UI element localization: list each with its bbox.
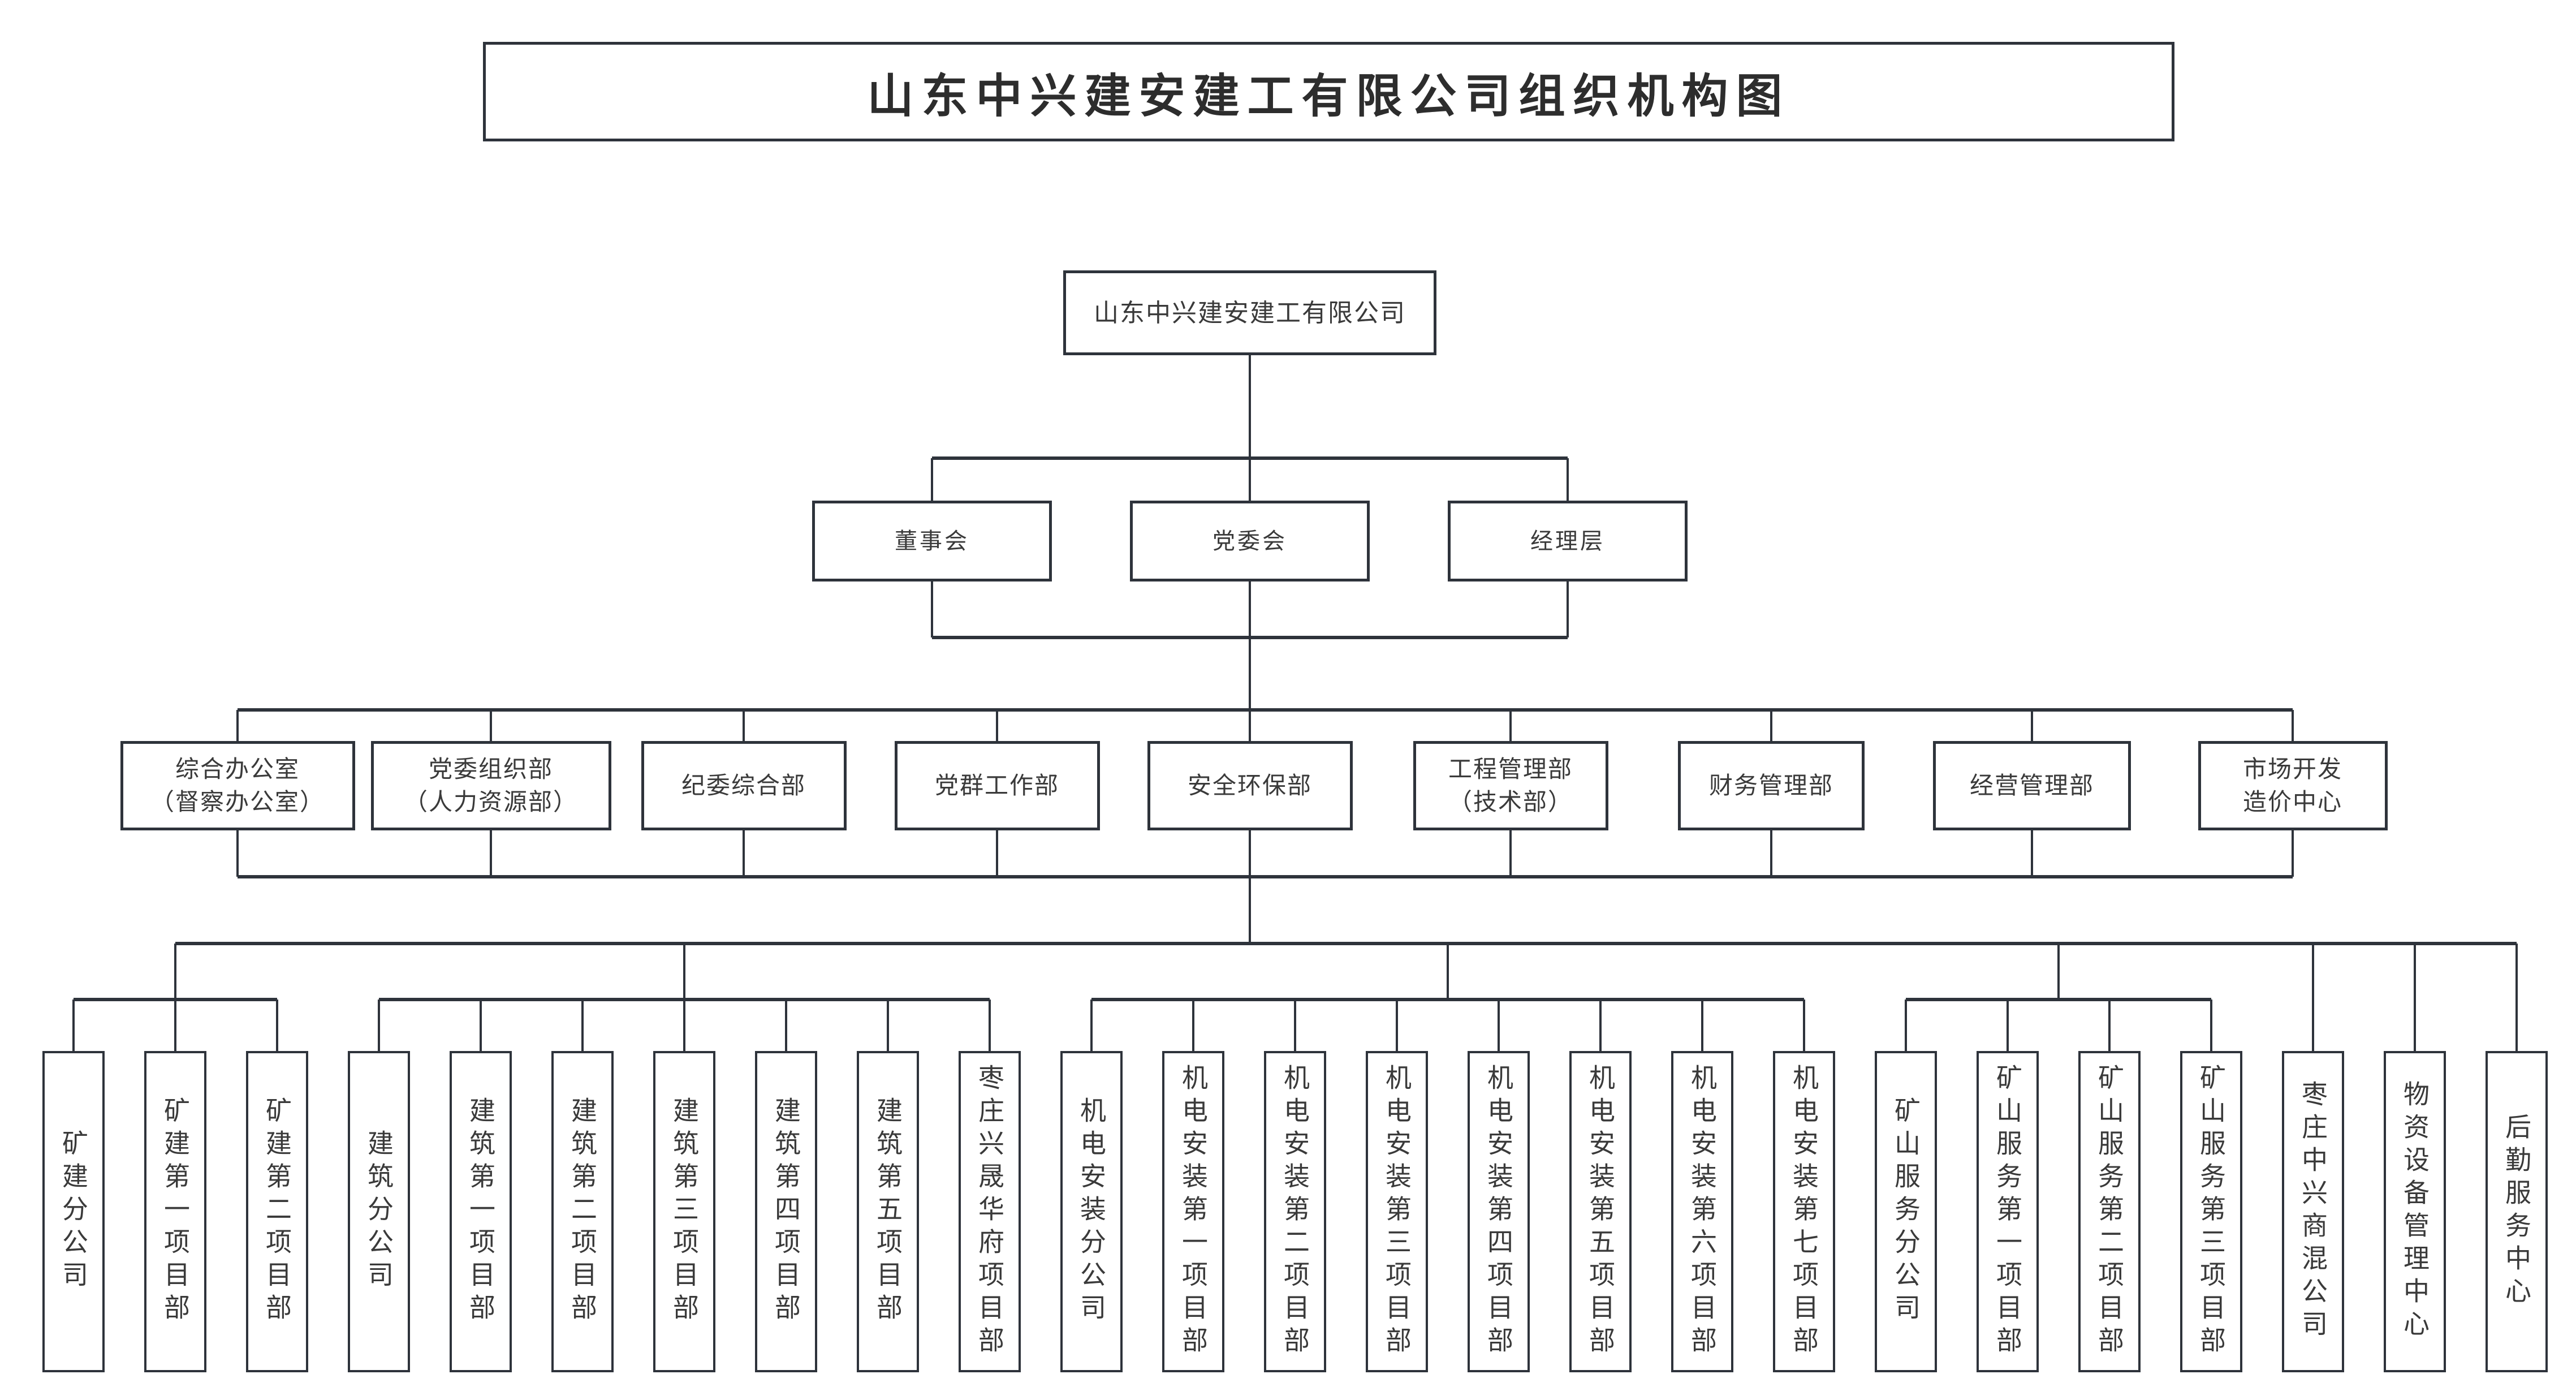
chart-title: 山东中兴建安建工有限公司组织机构图: [867, 70, 1790, 122]
dept-label-line: 财务管理部: [1708, 772, 1833, 799]
party-committee-box: 党委会: [1130, 501, 1370, 581]
governance-label: 经理层: [1530, 528, 1605, 554]
subsidiary-unit-label: 枣庄中兴商混公司: [2298, 1080, 2328, 1343]
subsidiary-unit-box: 建筑第五项目部: [857, 1051, 919, 1372]
subsidiary-unit-label: 机电安装第五项目部: [1586, 1064, 1615, 1359]
subsidiary-unit-box: 枣庄兴晟华府项目部: [959, 1051, 1021, 1372]
subsidiary-unit-label: 枣庄兴晟华府项目部: [975, 1064, 1004, 1359]
dept-party-organization-hr-box: 党委组织部 （人力资源部）: [370, 741, 611, 830]
chart-title-box: 山东中兴建安建工有限公司组织机构图: [483, 42, 2174, 141]
subsidiary-unit-label: 建筑分公司: [364, 1130, 394, 1294]
subsidiary-unit-label: 机电安装分公司: [1077, 1097, 1106, 1326]
subsidiary-unit-label: 建筑第五项目部: [873, 1097, 903, 1326]
subsidiary-unit-label: 机电安装第七项目部: [1789, 1064, 1819, 1359]
subsidiary-unit-box: 机电安装第一项目部: [1162, 1051, 1224, 1372]
dept-discipline-inspection-box: 纪委综合部: [641, 741, 847, 830]
subsidiary-unit-label: 后勤服务中心: [2502, 1113, 2531, 1310]
dept-safety-environment-box: 安全环保部: [1147, 741, 1353, 830]
subsidiary-unit-box: 矿山服务分公司: [1875, 1051, 1937, 1372]
subsidiary-unit-box: 机电安装第二项目部: [1264, 1051, 1326, 1372]
subsidiary-unit-label: 矿建分公司: [59, 1130, 88, 1294]
dept-engineering-management-box: 工程管理部 （技术部）: [1413, 741, 1608, 830]
subsidiary-unit-label: 矿山服务第二项目部: [2095, 1064, 2124, 1359]
subsidiary-unit-box: 后勤服务中心: [2486, 1051, 2548, 1372]
dept-label-line: （督察办公室）: [150, 789, 325, 815]
dept-label-line: 经营管理部: [1969, 772, 2094, 799]
subsidiary-unit-box: 矿建分公司: [42, 1051, 105, 1372]
subsidiary-unit-box: 机电安装第四项目部: [1468, 1051, 1530, 1372]
dept-market-development-cost-center-box: 市场开发 造价中心: [2198, 741, 2388, 830]
subsidiary-unit-box: 矿山服务第三项目部: [2180, 1051, 2242, 1372]
subsidiary-unit-label: 机电安装第四项目部: [1484, 1064, 1513, 1359]
dept-label-line: 安全环保部: [1187, 772, 1312, 799]
subsidiary-unit-label: 矿建第二项目部: [262, 1097, 292, 1326]
subsidiary-unit-box: 机电安装第三项目部: [1366, 1051, 1428, 1372]
subsidiary-unit-label: 机电安装第一项目部: [1179, 1064, 1208, 1359]
subsidiary-unit-box: 矿山服务第二项目部: [2078, 1051, 2141, 1372]
subsidiary-unit-box: 机电安装分公司: [1060, 1051, 1123, 1372]
company-root-box: 山东中兴建安建工有限公司: [1063, 270, 1436, 355]
subsidiary-unit-box: 建筑分公司: [348, 1051, 410, 1372]
dept-label-line: 纪委综合部: [681, 772, 806, 799]
dept-label-line: 市场开发: [2242, 756, 2342, 782]
board-of-directors-box: 董事会: [812, 501, 1052, 581]
subsidiary-unit-label: 矿山服务第一项目部: [1993, 1064, 2022, 1359]
dept-label-line: 党委组织部: [428, 756, 553, 782]
subsidiary-unit-box: 物资设备管理中心: [2384, 1051, 2446, 1372]
subsidiary-unit-label: 物资设备管理中心: [2400, 1080, 2430, 1343]
subsidiary-unit-label: 建筑第四项目部: [771, 1097, 801, 1326]
subsidiary-unit-box: 建筑第三项目部: [653, 1051, 715, 1372]
subsidiary-unit-box: 矿山服务第一项目部: [1977, 1051, 2039, 1372]
subsidiary-unit-label: 建筑第三项目部: [670, 1097, 699, 1326]
subsidiary-unit-label: 矿建第一项目部: [161, 1097, 190, 1326]
dept-label-line: 党群工作部: [934, 772, 1059, 799]
dept-finance-management-box: 财务管理部: [1678, 741, 1865, 830]
subsidiary-unit-box: 矿建第一项目部: [144, 1051, 206, 1372]
dept-label-line: 造价中心: [2242, 789, 2342, 815]
subsidiary-unit-box: 建筑第二项目部: [551, 1051, 614, 1372]
subsidiary-unit-label: 机电安装第六项目部: [1688, 1064, 1717, 1359]
subsidiary-unit-label: 机电安装第三项目部: [1382, 1064, 1412, 1359]
dept-label-line: 工程管理部: [1448, 756, 1573, 782]
governance-label: 党委会: [1213, 528, 1287, 554]
subsidiary-unit-label: 建筑第二项目部: [568, 1097, 597, 1326]
subsidiary-unit-box: 机电安装第六项目部: [1671, 1051, 1733, 1372]
dept-operations-management-box: 经营管理部: [1933, 741, 2131, 830]
company-root-label: 山东中兴建安建工有限公司: [1094, 299, 1406, 327]
subsidiary-unit-box: 矿建第二项目部: [246, 1051, 308, 1372]
subsidiary-unit-box: 枣庄中兴商混公司: [2282, 1051, 2344, 1372]
subsidiary-unit-label: 矿山服务第三项目部: [2197, 1064, 2226, 1359]
subsidiary-unit-label: 矿山服务分公司: [1891, 1097, 1921, 1326]
management-team-box: 经理层: [1448, 501, 1688, 581]
dept-general-office-box: 综合办公室 （督察办公室）: [120, 741, 355, 830]
dept-label-line: （技术部）: [1448, 789, 1573, 815]
subsidiary-unit-box: 建筑第一项目部: [450, 1051, 512, 1372]
subsidiary-unit-label: 机电安装第二项目部: [1280, 1064, 1310, 1359]
dept-label-line: （人力资源部）: [403, 789, 578, 815]
subsidiary-unit-label: 建筑第一项目部: [466, 1097, 495, 1326]
dept-party-masses-work-box: 党群工作部: [894, 741, 1100, 830]
subsidiary-unit-box: 机电安装第五项目部: [1569, 1051, 1632, 1372]
subsidiary-unit-box: 建筑第四项目部: [755, 1051, 817, 1372]
governance-label: 董事会: [895, 528, 969, 554]
dept-label-line: 综合办公室: [175, 756, 300, 782]
subsidiary-unit-box: 机电安装第七项目部: [1773, 1051, 1835, 1372]
